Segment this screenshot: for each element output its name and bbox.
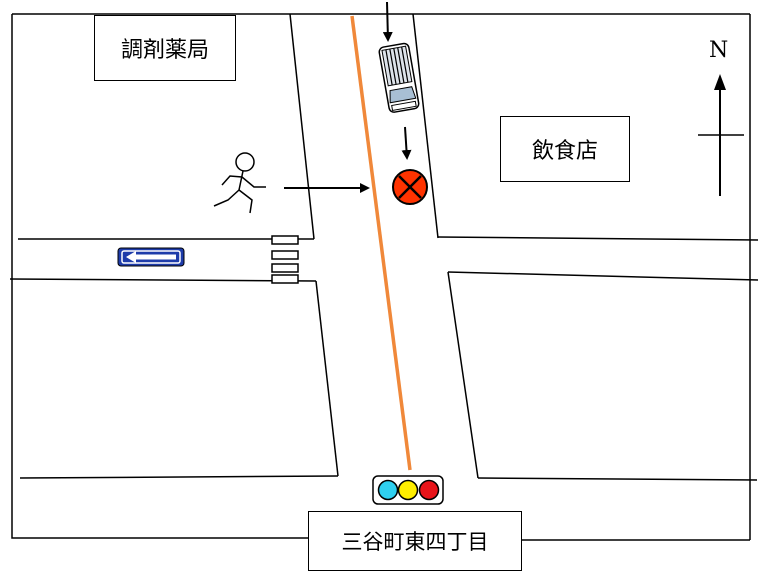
crosswalk	[271, 235, 299, 284]
southwest-boundary	[19, 475, 339, 479]
traffic-signal-icon	[372, 475, 444, 505]
signal-blue-lamp	[377, 479, 399, 501]
intersection-name-label: 三谷町東四丁目	[308, 511, 522, 571]
south-road-west-edge	[315, 280, 339, 477]
north-road-east-edge	[412, 13, 439, 239]
east-road-south-edge	[447, 271, 759, 281]
road-edges	[9, 13, 759, 481]
signal-red-lamp	[418, 479, 440, 501]
car-topdown-icon	[378, 42, 420, 113]
center-line	[350, 15, 412, 471]
running-person-icon	[213, 152, 266, 214]
one-way-arrow-left-icon	[117, 247, 185, 267]
signal-yellow-lamp	[397, 479, 419, 501]
pharmacy-label: 調剤薬局	[94, 15, 236, 81]
east-road-north-edge	[437, 236, 759, 241]
west-road-south-edge	[9, 278, 317, 282]
map-frame	[11, 14, 310, 539]
north-label: N	[709, 38, 729, 63]
north-arrow-icon	[698, 74, 744, 196]
car-incoming-arrow	[382, 1, 393, 42]
restaurant-label: 飲食店	[500, 116, 630, 182]
car-direction-arrow	[401, 126, 412, 160]
collision-x-circle-icon	[392, 169, 428, 205]
north-road-west-edge	[289, 13, 315, 240]
south-road-east-edge	[447, 271, 479, 479]
southeast-boundary	[477, 477, 758, 481]
